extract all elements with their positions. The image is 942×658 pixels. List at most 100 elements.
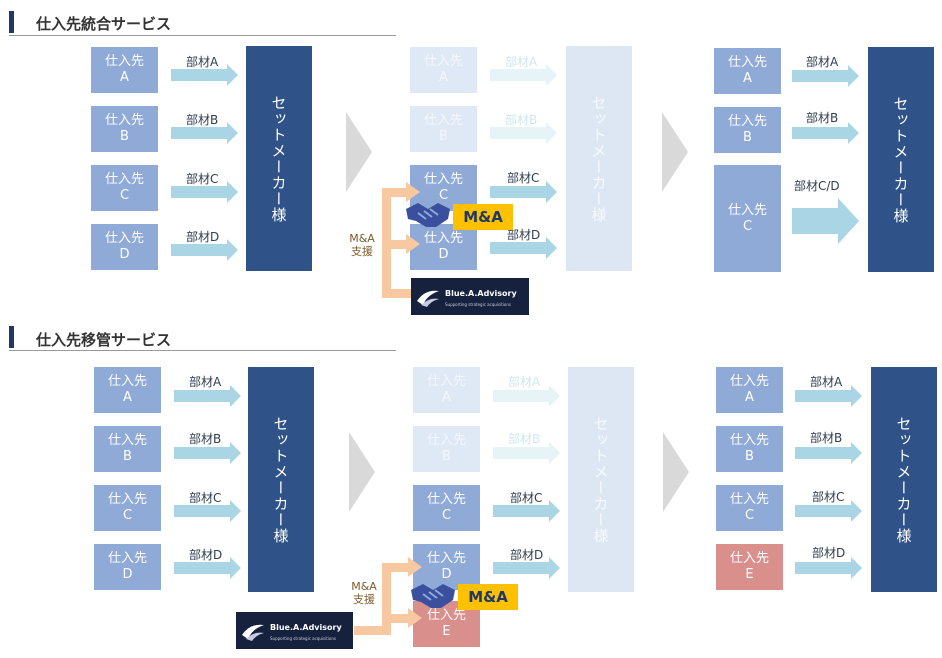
part-a-label: 部材A [810,375,843,389]
part-cd-label: 部材C/D [794,179,840,193]
part-arrow [490,122,557,144]
ma-badge: M&A [453,204,513,230]
part-c-label: 部材C [510,491,543,505]
supplier-b: 仕入先 B [716,426,783,472]
set-maker-box: セットメーカー様 [871,367,937,592]
supplier-e: 仕入先 E [716,544,783,590]
set-maker-label: セットメーカー様 [269,94,288,223]
set-maker-label: セットメーカー様 [891,95,910,224]
supplier-b: 仕入先 B [714,107,781,153]
part-arrow [792,122,859,144]
part-d-label: 部材D [507,228,541,242]
part-c-label: 部材C [189,491,222,505]
part-arrow [490,64,557,86]
supplier-a: 仕入先 A [91,47,158,93]
part-arrow [493,385,560,407]
part-d-label: 部材D [189,548,223,562]
part-arrow [174,385,241,407]
logo-name: Blue.A.Advisory [445,289,517,298]
part-arrow [171,181,238,203]
part-d-label: 部材D [812,546,846,560]
set-maker-box: セットメーカー様 [868,47,934,272]
part-a-label: 部材A [505,55,538,69]
part-arrow [174,500,241,522]
section-divider [9,350,396,351]
part-c-label: 部材C [812,490,845,504]
wave-logo-icon [417,290,439,307]
set-maker-box: セットメーカー様 [248,367,314,592]
part-b-label: 部材B [189,432,222,446]
supplier-a: 仕入先 A [714,48,781,94]
ma-support-label: M&A 支援 [349,232,375,258]
part-a-label: 部材A [186,55,219,69]
set-maker-box: セットメーカー様 [568,367,634,592]
part-a-label: 部材A [806,55,839,69]
part-c-label: 部材C [186,172,219,186]
ma-support-label: M&A 支援 [351,580,377,606]
ma-support-arrows [354,557,422,635]
supplier-c-merged: 仕入先 C [714,165,781,272]
logo-tagline: Supporting strategic acquisitions [445,302,511,307]
logo-tagline: Supporting strategic acquisitions [270,636,336,641]
set-maker-box: セットメーカー様 [246,46,312,271]
section-marker [9,11,14,33]
part-b-label: 部材B [810,431,843,445]
part-arrow [171,239,238,261]
ma-badge: M&A [458,584,518,610]
set-maker-label: セットメーカー様 [894,415,913,544]
part-arrow [795,385,862,407]
part-arrow [795,557,862,579]
flow-chevron [663,432,689,512]
part-arrow-large [792,198,859,244]
part-c-label: 部材C [507,171,540,185]
section-divider [9,35,396,36]
part-b-label: 部材B [806,111,839,125]
logo-name: Blue.A.Advisory [270,623,342,632]
part-arrow [174,442,241,464]
flow-chevron [349,432,375,512]
supplier-c: 仕入先 C [91,165,158,211]
part-d-label: 部材D [186,230,220,244]
part-arrow [493,557,560,579]
part-b-label: 部材B [508,432,541,446]
supplier-d: 仕入先 D [413,544,480,590]
supplier-c: 仕入先 C [716,485,783,531]
handshake-icon [406,203,450,227]
part-arrow [493,500,560,522]
company-logo: Blue.A.Advisory Supporting strategic acq… [236,612,353,649]
part-arrow [171,122,238,144]
part-arrow [171,64,238,86]
section-marker [9,326,14,348]
ma-support-arrows [382,182,420,298]
handshake-icon [411,584,455,608]
part-d-label: 部材D [510,548,544,562]
flow-chevron [662,112,688,192]
supplier-a: 仕入先 A [413,367,480,413]
supplier-b: 仕入先 B [94,426,161,472]
part-arrow [490,237,557,259]
part-arrow [490,181,557,203]
set-maker-label: セットメーカー様 [591,415,610,544]
part-b-label: 部材B [186,113,219,127]
supplier-d: 仕入先 D [410,224,477,270]
supplier-b: 仕入先 B [91,106,158,152]
part-arrow [795,442,862,464]
section-title-integration: 仕入先統合サービス [36,15,172,33]
company-logo: Blue.A.Advisory Supporting strategic acq… [411,278,529,315]
supplier-a: 仕入先 A [94,367,161,413]
wave-logo-icon [242,624,264,641]
supplier-c: 仕入先 C [413,485,480,531]
set-maker-box: セットメーカー様 [566,46,632,271]
supplier-b: 仕入先 B [410,106,477,152]
part-a-label: 部材A [189,375,222,389]
part-arrow [493,442,560,464]
set-maker-label: セットメーカー様 [589,94,608,223]
set-maker-label: セットメーカー様 [271,415,290,544]
part-a-label: 部材A [508,375,541,389]
section-title-transfer: 仕入先移管サービス [36,331,172,349]
supplier-c: 仕入先 C [94,485,161,531]
supplier-d: 仕入先 D [94,544,161,590]
supplier-a: 仕入先 A [410,47,477,93]
part-arrow [174,557,241,579]
part-arrow [795,500,862,522]
